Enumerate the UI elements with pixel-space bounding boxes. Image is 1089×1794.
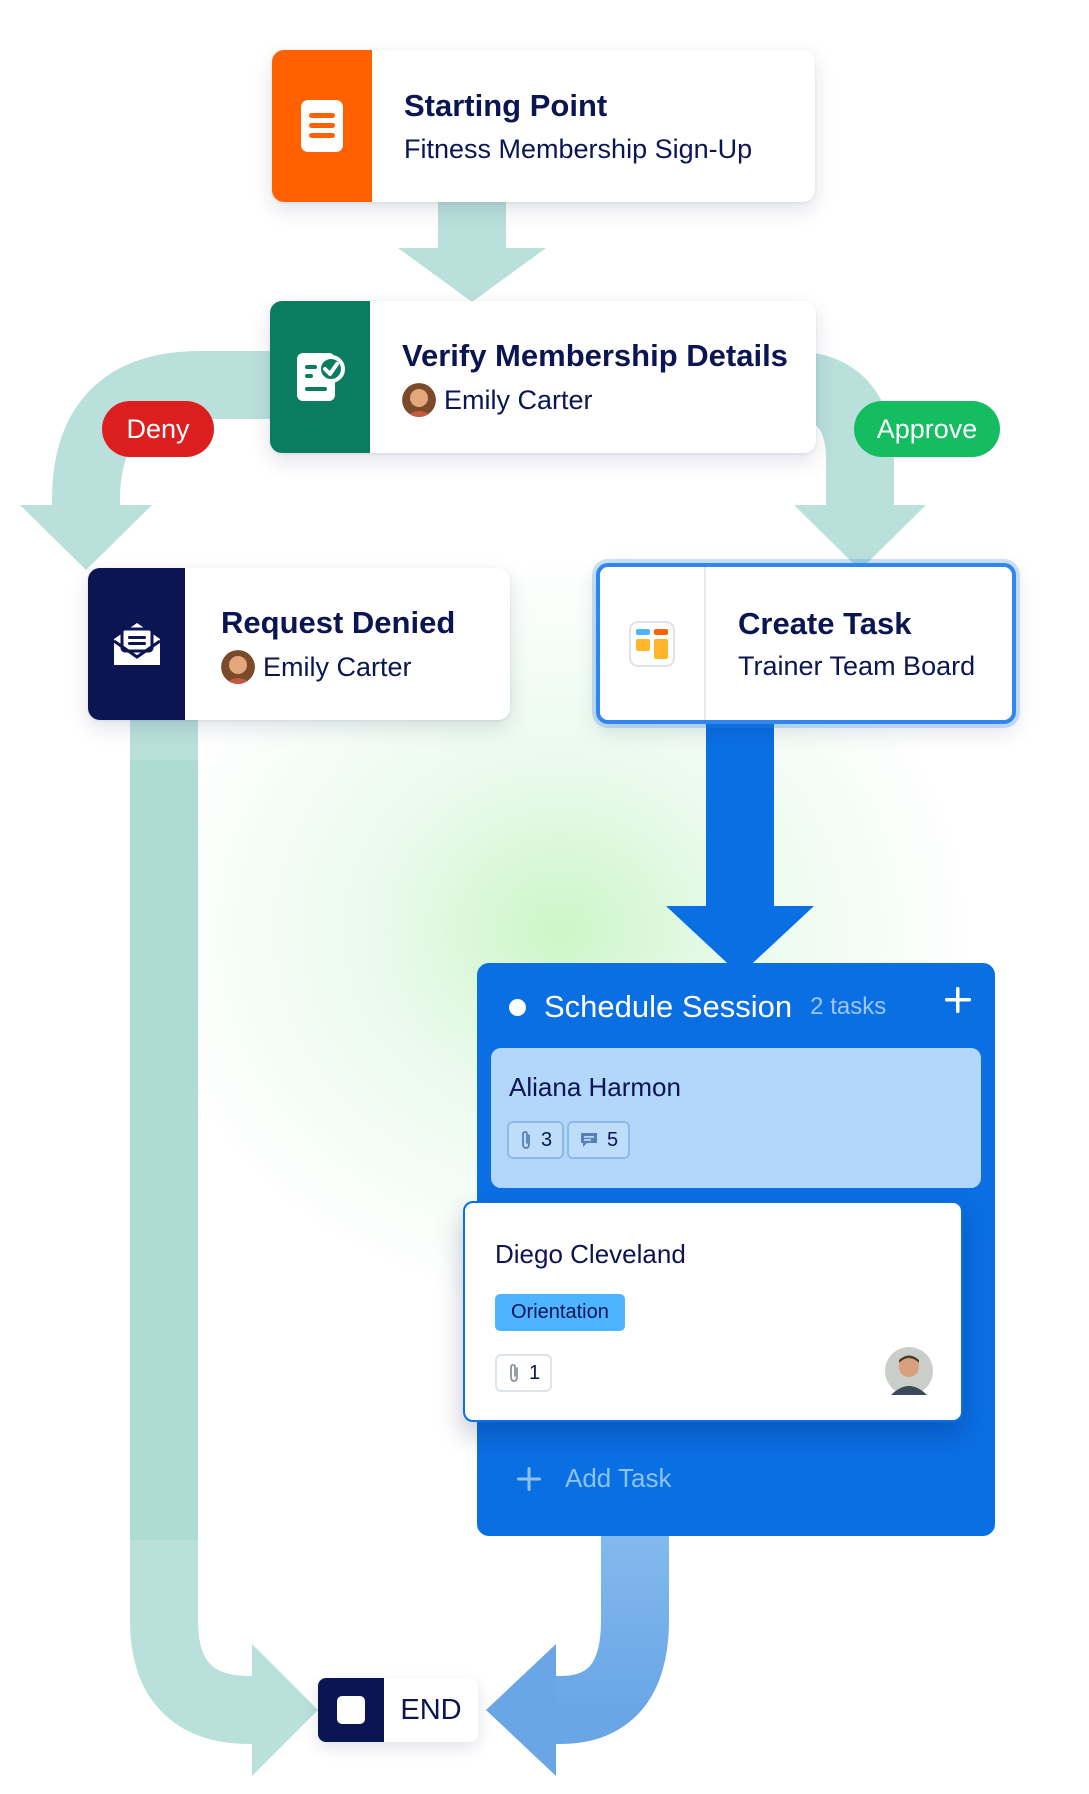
- deny-pill[interactable]: Deny: [102, 401, 214, 457]
- approval-icon: [297, 353, 345, 401]
- form-icon: [301, 100, 343, 152]
- starting-point-title: Starting Point: [404, 88, 608, 124]
- attachment-count: 1: [529, 1361, 541, 1384]
- email-icon: [112, 623, 161, 665]
- approve-pill[interactable]: Approve: [854, 401, 1000, 457]
- verify-membership-card[interactable]: Verify Membership Details Emily Carter: [270, 301, 816, 453]
- attachment-count-chip: 1: [495, 1354, 553, 1392]
- end-accent: [318, 1678, 384, 1742]
- arrow-board-end-head: [486, 1644, 556, 1776]
- arrow-denied-shade: [130, 760, 198, 1540]
- task-tag: Orientation: [495, 1294, 625, 1331]
- starting-point-card[interactable]: Starting Point Fitness Membership Sign-U…: [272, 50, 815, 202]
- arrow-denied-to-end: [130, 720, 262, 1744]
- verify-assignee-row: Emily Carter: [402, 383, 788, 418]
- task-card[interactable]: Diego Cleveland Orientation 1: [463, 1201, 963, 1422]
- panel-task-count: 2 tasks: [810, 993, 887, 1020]
- end-node[interactable]: END: [318, 1678, 478, 1742]
- starting-point-subtitle: Fitness Membership Sign-Up: [404, 133, 753, 164]
- add-task-button[interactable]: Add Task: [515, 1463, 671, 1494]
- denied-accent: [88, 568, 185, 720]
- stop-icon: [337, 1696, 365, 1724]
- request-denied-card[interactable]: Request Denied Emily Carter: [88, 568, 510, 720]
- denied-assignee: Emily Carter: [263, 651, 412, 682]
- status-dot: [509, 998, 526, 1016]
- task-name: Diego Cleveland: [495, 1239, 686, 1269]
- end-label: END: [400, 1693, 462, 1726]
- arrow-board-to-end: [548, 1536, 669, 1744]
- arrow-start-to-verify: [398, 200, 546, 302]
- verify-title: Verify Membership Details: [402, 337, 788, 373]
- denied-title: Request Denied: [221, 604, 456, 640]
- task-name: Aliana Harmon: [509, 1072, 681, 1102]
- arrow-denied-end-head: [252, 1644, 318, 1776]
- starting-point-accent: [272, 50, 372, 202]
- board-icon: [629, 620, 675, 667]
- arrow-deny-head: [20, 505, 152, 570]
- plus-icon: [517, 1466, 541, 1491]
- plus-icon[interactable]: [943, 985, 973, 1015]
- paperclip-icon: [522, 1131, 530, 1149]
- panel-header: Schedule Session 2 tasks: [509, 985, 886, 1029]
- arrow-approve-head: [794, 505, 926, 570]
- arrow-task-to-board: [666, 722, 814, 975]
- avatar: [402, 383, 436, 418]
- avatar: [221, 650, 255, 685]
- attachment-count: 3: [541, 1128, 553, 1151]
- denied-assignee-row: Emily Carter: [221, 650, 455, 685]
- comment-icon: [581, 1133, 597, 1147]
- add-task-label: Add Task: [565, 1463, 672, 1493]
- comment-count: 5: [607, 1128, 619, 1151]
- task-card[interactable]: Aliana Harmon 3 5: [491, 1048, 981, 1188]
- comment-count-chip: 5: [567, 1121, 631, 1159]
- avatar: [885, 1347, 933, 1395]
- create-task-card[interactable]: Create Task Trainer Team Board: [596, 563, 1016, 724]
- verify-accent: [270, 301, 370, 453]
- paperclip-icon: [510, 1364, 518, 1382]
- attachment-count-chip: 3: [507, 1121, 565, 1159]
- panel-title: Schedule Session: [544, 989, 793, 1024]
- create-task-subtitle: Trainer Team Board: [738, 651, 976, 682]
- create-task-accent: [600, 567, 706, 720]
- verify-assignee: Emily Carter: [444, 384, 593, 415]
- create-task-title: Create Task: [738, 605, 912, 641]
